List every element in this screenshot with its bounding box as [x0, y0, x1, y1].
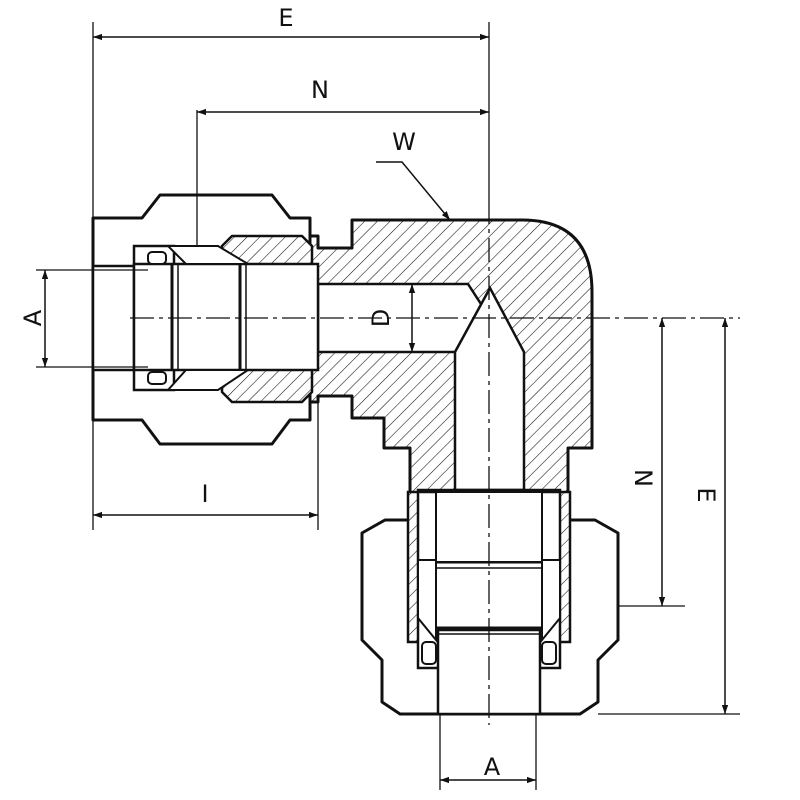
label-w: W: [392, 128, 416, 156]
label-n-top: N: [311, 76, 329, 104]
label-e-right: E: [692, 487, 720, 502]
extension-lines: [36, 22, 740, 790]
label-e-top: E: [278, 4, 293, 32]
center-lines: [130, 200, 740, 725]
label-i: I: [201, 480, 208, 508]
label-a-left: A: [19, 309, 47, 326]
dimension-lines: [41, 33, 729, 784]
label-n-right: N: [629, 469, 657, 487]
dimension-labels: E N W A D I N E A: [19, 4, 720, 781]
label-a-bottom: A: [484, 753, 501, 781]
left-tube: [91, 244, 320, 392]
label-d: D: [367, 309, 395, 327]
w-leader: [376, 161, 451, 221]
